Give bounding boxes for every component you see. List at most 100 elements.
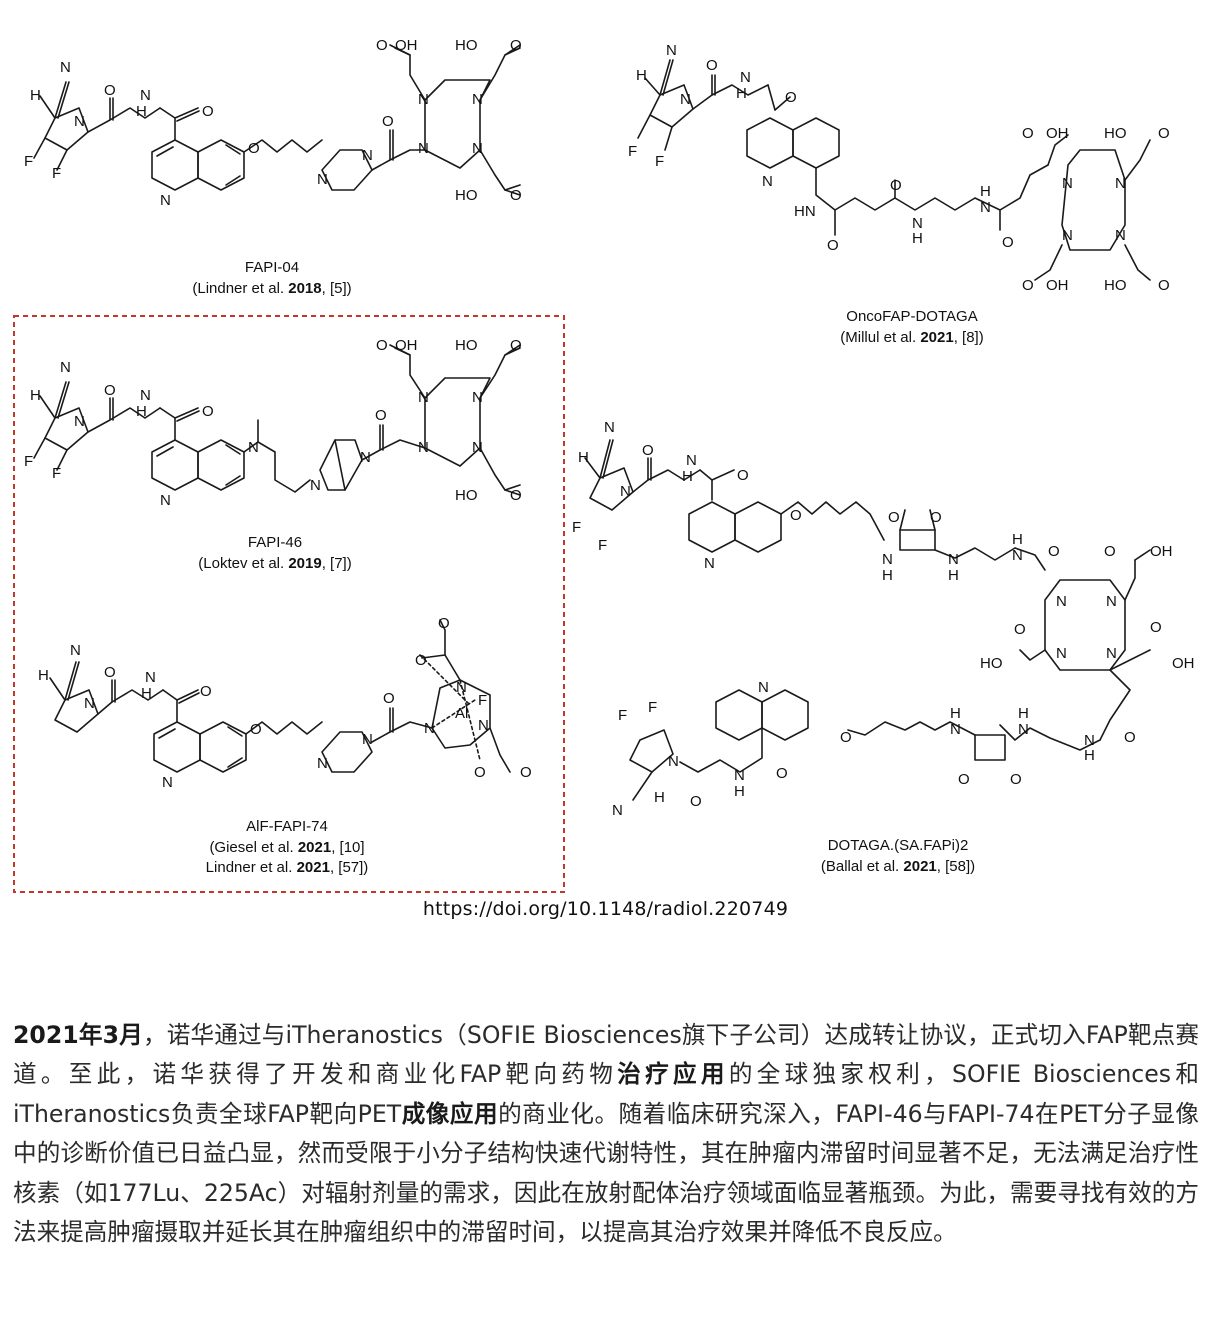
svg-text:O: O [415,652,427,669]
svg-text:N: N [734,767,745,784]
svg-text:H: H [1084,747,1095,764]
svg-text:N: N [604,419,615,436]
svg-text:N: N [74,413,85,430]
svg-text:F: F [24,453,33,470]
svg-text:H: H [136,103,147,120]
svg-text:O: O [202,103,214,120]
svg-text:O: O [520,764,532,781]
svg-text:N: N [1018,721,1029,738]
svg-text:O: O [776,765,788,782]
svg-text:O: O [790,507,802,524]
svg-text:H: H [141,685,152,702]
svg-text:N: N [84,695,95,712]
svg-text:N: N [472,91,483,108]
svg-text:O: O [1104,543,1116,560]
svg-text:HO: HO [1104,277,1127,294]
svg-text:H: H [578,449,589,466]
svg-text:O: O [382,113,394,130]
svg-text:N: N [310,477,321,494]
svg-text:F: F [648,699,657,716]
svg-text:HO: HO [980,655,1003,672]
svg-text:N: N [60,359,71,376]
svg-text:O: O [1158,277,1170,294]
svg-text:O: O [438,615,450,632]
doi-link[interactable]: https://doi.org/10.1148/radiol.220749 [422,898,789,920]
svg-text:N: N [666,42,677,59]
svg-text:N: N [612,802,623,819]
svg-text:O: O [248,140,260,157]
svg-text:HO: HO [455,187,478,204]
svg-text:N: N [1106,593,1117,610]
svg-text:N: N [418,91,429,108]
caption-alf-fapi-74-ref2: Lindner et al. 2021, [57]) [206,859,369,876]
svg-text:H: H [38,667,49,684]
svg-text:O: O [958,771,970,788]
svg-text:H: H [950,705,961,722]
svg-text:O: O [202,403,214,420]
svg-text:N: N [762,173,773,190]
svg-text:O: O [1022,125,1034,142]
svg-text:N: N [317,171,328,188]
svg-text:O: O [930,509,942,526]
svg-text:N: N [162,774,173,791]
caption-fapi-46-ref: (Loktev et al. 2019, [7]) [198,555,351,572]
svg-text:N: N [686,452,697,469]
svg-text:O: O [1158,125,1170,142]
svg-text:H: H [1012,531,1023,548]
svg-text:O: O [510,487,522,504]
svg-text:OH: OH [395,37,418,54]
caption-alf-fapi-74-name: AlF-FAPI-74 [246,818,328,835]
svg-text:O: O [383,690,395,707]
svg-text:N: N [980,199,991,216]
svg-text:N: N [317,755,328,772]
svg-text:O: O [1022,277,1034,294]
caption-fapi-04-name: FAPI-04 [245,259,299,276]
svg-text:N: N [1115,175,1126,192]
svg-text:O: O [250,721,262,738]
svg-text:H: H [912,230,923,247]
svg-text:HN: HN [794,203,816,220]
svg-text:O: O [104,382,116,399]
svg-text:N: N [362,731,373,748]
svg-text:F: F [628,143,637,160]
svg-text:H: H [30,387,41,404]
svg-text:N: N [418,389,429,406]
paragraph-date: 2021年3月 [13,1021,143,1049]
svg-text:O: O [510,337,522,354]
svg-text:F: F [52,465,61,482]
svg-text:H: H [980,183,991,200]
svg-text:O: O [840,729,852,746]
svg-text:OH: OH [1046,277,1069,294]
svg-text:O: O [200,683,212,700]
caption-alf-fapi-74-ref1: (Giesel et al. 2021, [10] [209,839,364,856]
svg-text:O: O [104,664,116,681]
svg-text:N: N [758,679,769,696]
svg-text:O: O [1150,619,1162,636]
paragraph-text-2: 的全球独家权利，SOFIE Biosciences和iTheranostics负… [13,1060,1199,1128]
svg-text:N: N [1062,227,1073,244]
svg-text:F: F [618,707,627,724]
caption-dotaga-ref: (Ballal et al. 2021, [58]) [821,858,975,875]
svg-text:N: N [680,91,691,108]
svg-text:H: H [734,783,745,800]
svg-text:N: N [360,449,371,466]
svg-text:F: F [478,692,487,709]
svg-text:N: N [1106,645,1117,662]
svg-text:O: O [376,337,388,354]
svg-text:N: N [160,492,171,509]
svg-text:N: N [60,59,71,76]
svg-text:HO: HO [1104,125,1127,142]
svg-text:N: N [70,642,81,659]
svg-text:O: O [510,187,522,204]
paragraph-text-1: ，诺华通过与iTheranostics（SOFIE Biosciences旗下子… [13,1021,1199,1089]
svg-text:O: O [827,237,839,254]
svg-text:O: O [890,177,902,194]
svg-text:OH: OH [395,337,418,354]
svg-text:N: N [140,87,151,104]
svg-text:N: N [882,551,893,568]
svg-text:N: N [1012,547,1023,564]
svg-text:N: N [1056,593,1067,610]
svg-text:F: F [24,153,33,170]
